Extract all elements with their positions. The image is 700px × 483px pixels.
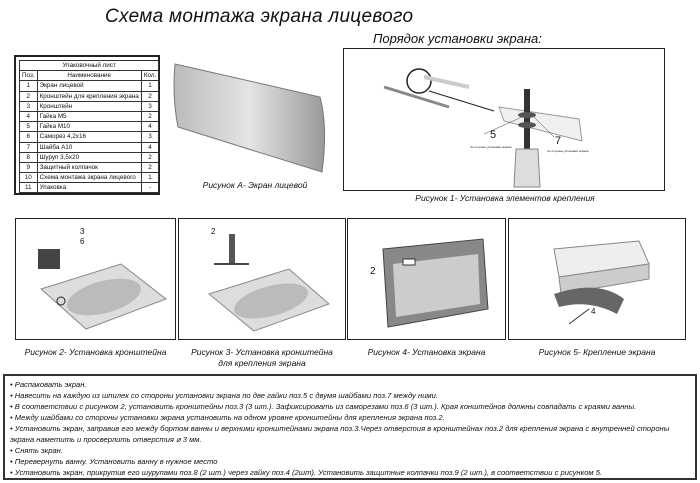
instruction-item: • Установить экран, заправив его между б… bbox=[10, 424, 670, 444]
table-cell: 10 bbox=[19, 172, 38, 184]
instruction-item: • Снять экран. bbox=[10, 446, 63, 455]
table-cell: 3 bbox=[140, 100, 160, 112]
screen-fastening-illustration bbox=[553, 240, 650, 325]
page-title: Схема монтажа экрана лицевого bbox=[105, 6, 414, 27]
instructions: • Распаковать экран. • Навесить на каждую… bbox=[3, 374, 697, 480]
table-cell: 2 bbox=[140, 151, 160, 163]
table-cell: 3 bbox=[140, 131, 160, 143]
table-cell: 2 bbox=[140, 90, 160, 102]
fastening-illustration bbox=[383, 68, 583, 188]
label-6: 6 bbox=[80, 237, 85, 246]
figure-5-caption: Рисунок 5- Крепление экрана bbox=[538, 347, 656, 357]
table-cell: Гайка М5 bbox=[36, 110, 142, 123]
figure-2: 3 6 bbox=[15, 218, 176, 340]
figure-4: 2 bbox=[347, 218, 506, 340]
table-cell: 1 bbox=[19, 80, 38, 92]
instruction-item: • Навесить на каждую из шпилек со сторон… bbox=[10, 391, 438, 400]
figure-a-caption: Рисунок А- Экран лицевой bbox=[202, 180, 308, 190]
screen-bracket-illustration bbox=[207, 234, 330, 332]
header-qty: Кол. bbox=[140, 70, 160, 82]
figure-1-caption: Рисунок 1- Установка элементов крепления bbox=[415, 193, 595, 203]
table-cell: Кронштейн для крепления экрана bbox=[36, 90, 142, 102]
label-5: 5 bbox=[490, 129, 497, 141]
table-cell: Гайка М10 bbox=[36, 121, 142, 133]
packing-title: Упаковочный лист bbox=[18, 59, 160, 72]
instruction-item: • В соответствии с рисунком 2, установит… bbox=[10, 402, 637, 411]
note-5: Со стороны установки экрана bbox=[470, 145, 512, 149]
label-3: 3 bbox=[80, 227, 85, 236]
table-cell: 8 bbox=[19, 151, 38, 163]
instruction-item: • Установить экран, прикрутив его шурупа… bbox=[10, 468, 603, 477]
figure-4-caption: Рисунок 4- Установка экрана bbox=[367, 347, 486, 357]
table-cell: 7 bbox=[19, 141, 38, 153]
table-cell: 1 bbox=[140, 80, 160, 92]
figure-5: 4 bbox=[508, 218, 686, 340]
figure-1: 5 7 Со стороны установки экрана Со сторо… bbox=[343, 48, 665, 191]
label-2: 2 bbox=[370, 266, 376, 277]
table-cell: Кронштейн bbox=[36, 100, 142, 112]
table-cell: Экран лицевой bbox=[36, 80, 142, 92]
section-subtitle: Порядок установки экрана: bbox=[373, 31, 542, 46]
screen-install-illustration bbox=[382, 238, 489, 328]
header-pos: Поз. bbox=[19, 70, 38, 82]
figure-3-caption: Рисунок 3- Установка кронштейна bbox=[191, 347, 333, 357]
instruction-item: • Перевернуть ванну. Установить ванну в … bbox=[10, 457, 218, 466]
table-cell: 1 bbox=[140, 172, 160, 184]
label-7: 7 bbox=[555, 135, 562, 147]
table-cell: 2 bbox=[140, 161, 160, 174]
instruction-item: • Распаковать экран. bbox=[10, 380, 87, 389]
table-cell: 5 bbox=[19, 121, 38, 133]
table-cell: 4 bbox=[140, 141, 160, 153]
table-cell: Шайба А10 bbox=[36, 141, 142, 153]
table-cell: Защитный колпачок bbox=[36, 161, 142, 174]
figure-2-caption: Рисунок 2- Установка кронштейна bbox=[24, 347, 167, 357]
table-cell: 11 bbox=[19, 182, 38, 194]
table-cell: 3 bbox=[19, 100, 38, 112]
table-cell: 4 bbox=[19, 110, 38, 123]
table-cell: Шуруп 3,5х20 bbox=[36, 151, 142, 163]
table-cell: 9 bbox=[19, 161, 38, 174]
table-cell: Схема монтажа экрана лицевого bbox=[36, 172, 142, 184]
table-cell: - bbox=[140, 182, 160, 194]
table-cell: 4 bbox=[140, 121, 160, 133]
label-4: 4 bbox=[591, 307, 596, 316]
table-cell: Саморез 4,2х16 bbox=[36, 131, 142, 143]
table-cell: 2 bbox=[19, 90, 38, 102]
table-cell: 2 bbox=[140, 110, 160, 123]
figure-3: 2 bbox=[178, 218, 346, 340]
front-panel-illustration bbox=[173, 63, 326, 173]
header-name: Наименование bbox=[36, 70, 142, 82]
table-cell: Упаковка bbox=[36, 182, 142, 194]
bath-bracket-illustration bbox=[38, 249, 168, 330]
figure-3-caption-2: для крепления экрана bbox=[218, 358, 306, 368]
note-7: Со стороны установки экрана bbox=[547, 149, 589, 153]
label-2: 2 bbox=[211, 227, 216, 236]
instruction-item: • Между шайбами со стороны установки экр… bbox=[10, 413, 445, 422]
table-cell: 6 bbox=[19, 131, 38, 143]
